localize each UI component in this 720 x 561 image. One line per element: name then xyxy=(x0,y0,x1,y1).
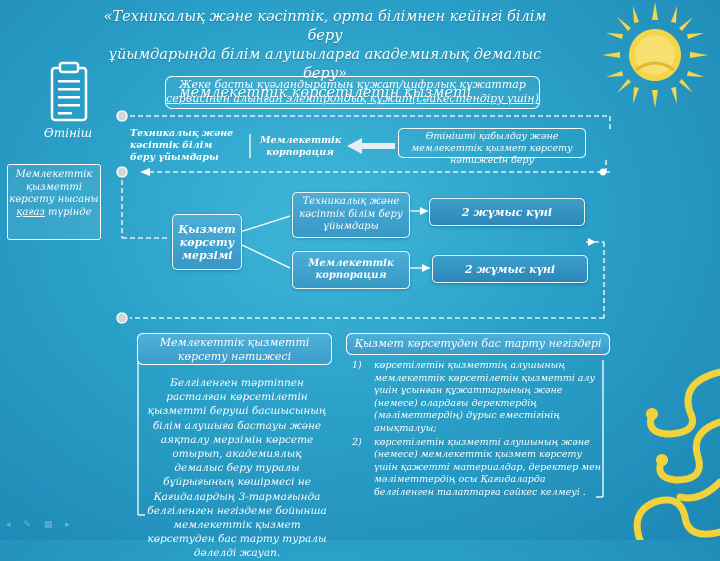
flow-connectors xyxy=(117,111,395,323)
paper-form-underlined: қағаз xyxy=(16,206,45,218)
next-icon[interactable]: ▸ xyxy=(65,520,70,530)
refusal-item-1-num: 1) xyxy=(352,360,362,371)
paper-form-box: Мемлекеттік қызметті көрсету нысаны қаға… xyxy=(7,164,101,240)
title-line-3: мемлекеттік көрсетілетін қызметі xyxy=(178,85,472,101)
clipboard-icon xyxy=(50,61,88,122)
pen-icon[interactable]: ✎ xyxy=(23,520,31,530)
branch-org-box: Техникалық және кәсіптік білім беру ұйым… xyxy=(292,192,410,238)
refusal-header: Қызмет көрсетуден бас тарту негіздері xyxy=(346,333,610,355)
paper-form-text: Мемлекеттік қызметті көрсету нысаны xyxy=(9,169,99,205)
branch-corp-days-label: 2 жұмыс күні xyxy=(464,262,556,276)
sun-icon xyxy=(602,2,708,108)
title-line-1: «Техникалық және кәсіптік, орта білімнен… xyxy=(103,9,547,44)
application-label: Өтініш xyxy=(43,126,93,140)
branch-org-days-label: 2 жұмыс күні xyxy=(461,205,553,219)
identity-document-box: Жеке басты куәландыратын құжат/цифрлық қ… xyxy=(165,76,540,109)
refusal-item-2: 2) көрсетілетін қызметті алушының және (… xyxy=(352,437,602,500)
refusal-header-label: Қызмет көрсетуден бас тарту негіздері xyxy=(354,337,602,350)
result-body: Белгіленген тәртіппен расталған көрсетіл… xyxy=(147,377,327,560)
refusal-item-2-num: 2) xyxy=(352,436,362,448)
ornament-decoration xyxy=(633,368,720,540)
receipt-box: Өтінішті қабылдау және мемлекеттік қызме… xyxy=(398,128,586,166)
branch-corp-label: Мемлекеттік корпорация xyxy=(308,257,394,282)
refusal-item-1: 1) көрсетілетін қызметтің алушының мемле… xyxy=(352,360,602,436)
result-header-label: Мемлекеттік қызметті көрсету нәтижесі xyxy=(159,336,310,363)
refusal-list: 1) көрсетілетін қызметтің алушының мемле… xyxy=(352,360,602,500)
slide-toolbar[interactable]: ◂ ✎ ▦ ▸ xyxy=(6,520,70,530)
branch-corp-days: 2 жұмыс күні xyxy=(432,255,588,283)
grid-icon[interactable]: ▦ xyxy=(43,520,53,530)
branch-org-label: Техникалық және кәсіптік білім беру ұйым… xyxy=(299,196,403,233)
service-term-label: Қызмет көрсету мерзімі xyxy=(178,222,236,262)
title-line-2: ұйымдарында білім алушыларға академиялық… xyxy=(108,47,542,82)
corp-label: Мемлекеттік корпорация xyxy=(260,135,342,158)
page-title: «Техникалық және кәсіптік, орта білімнен… xyxy=(90,8,560,103)
result-header: Мемлекеттік қызметті көрсету нәтижесі xyxy=(137,333,332,365)
refusal-item-2-text: көрсетілетін қызметті алушының және (нем… xyxy=(374,436,602,498)
doc-line-1: Жеке басты куәландыратын құжат/цифрлық қ… xyxy=(179,78,526,91)
paper-form-suffix: түрінде xyxy=(48,206,92,218)
doc-line-2: сервисінен алынған электрондық құжат(сәй… xyxy=(166,92,539,105)
prev-icon[interactable]: ◂ xyxy=(6,520,11,530)
branch-org-days: 2 жұмыс күні xyxy=(429,198,585,226)
service-term-box: Қызмет көрсету мерзімі xyxy=(172,214,242,270)
branch-corp-box: Мемлекеттік корпорация xyxy=(292,251,410,289)
refusal-item-1-text: көрсетілетін қызметтің алушының мемлекет… xyxy=(374,360,596,434)
org-label: Техникалық және кәсіптік білім беру ұйым… xyxy=(130,128,234,163)
